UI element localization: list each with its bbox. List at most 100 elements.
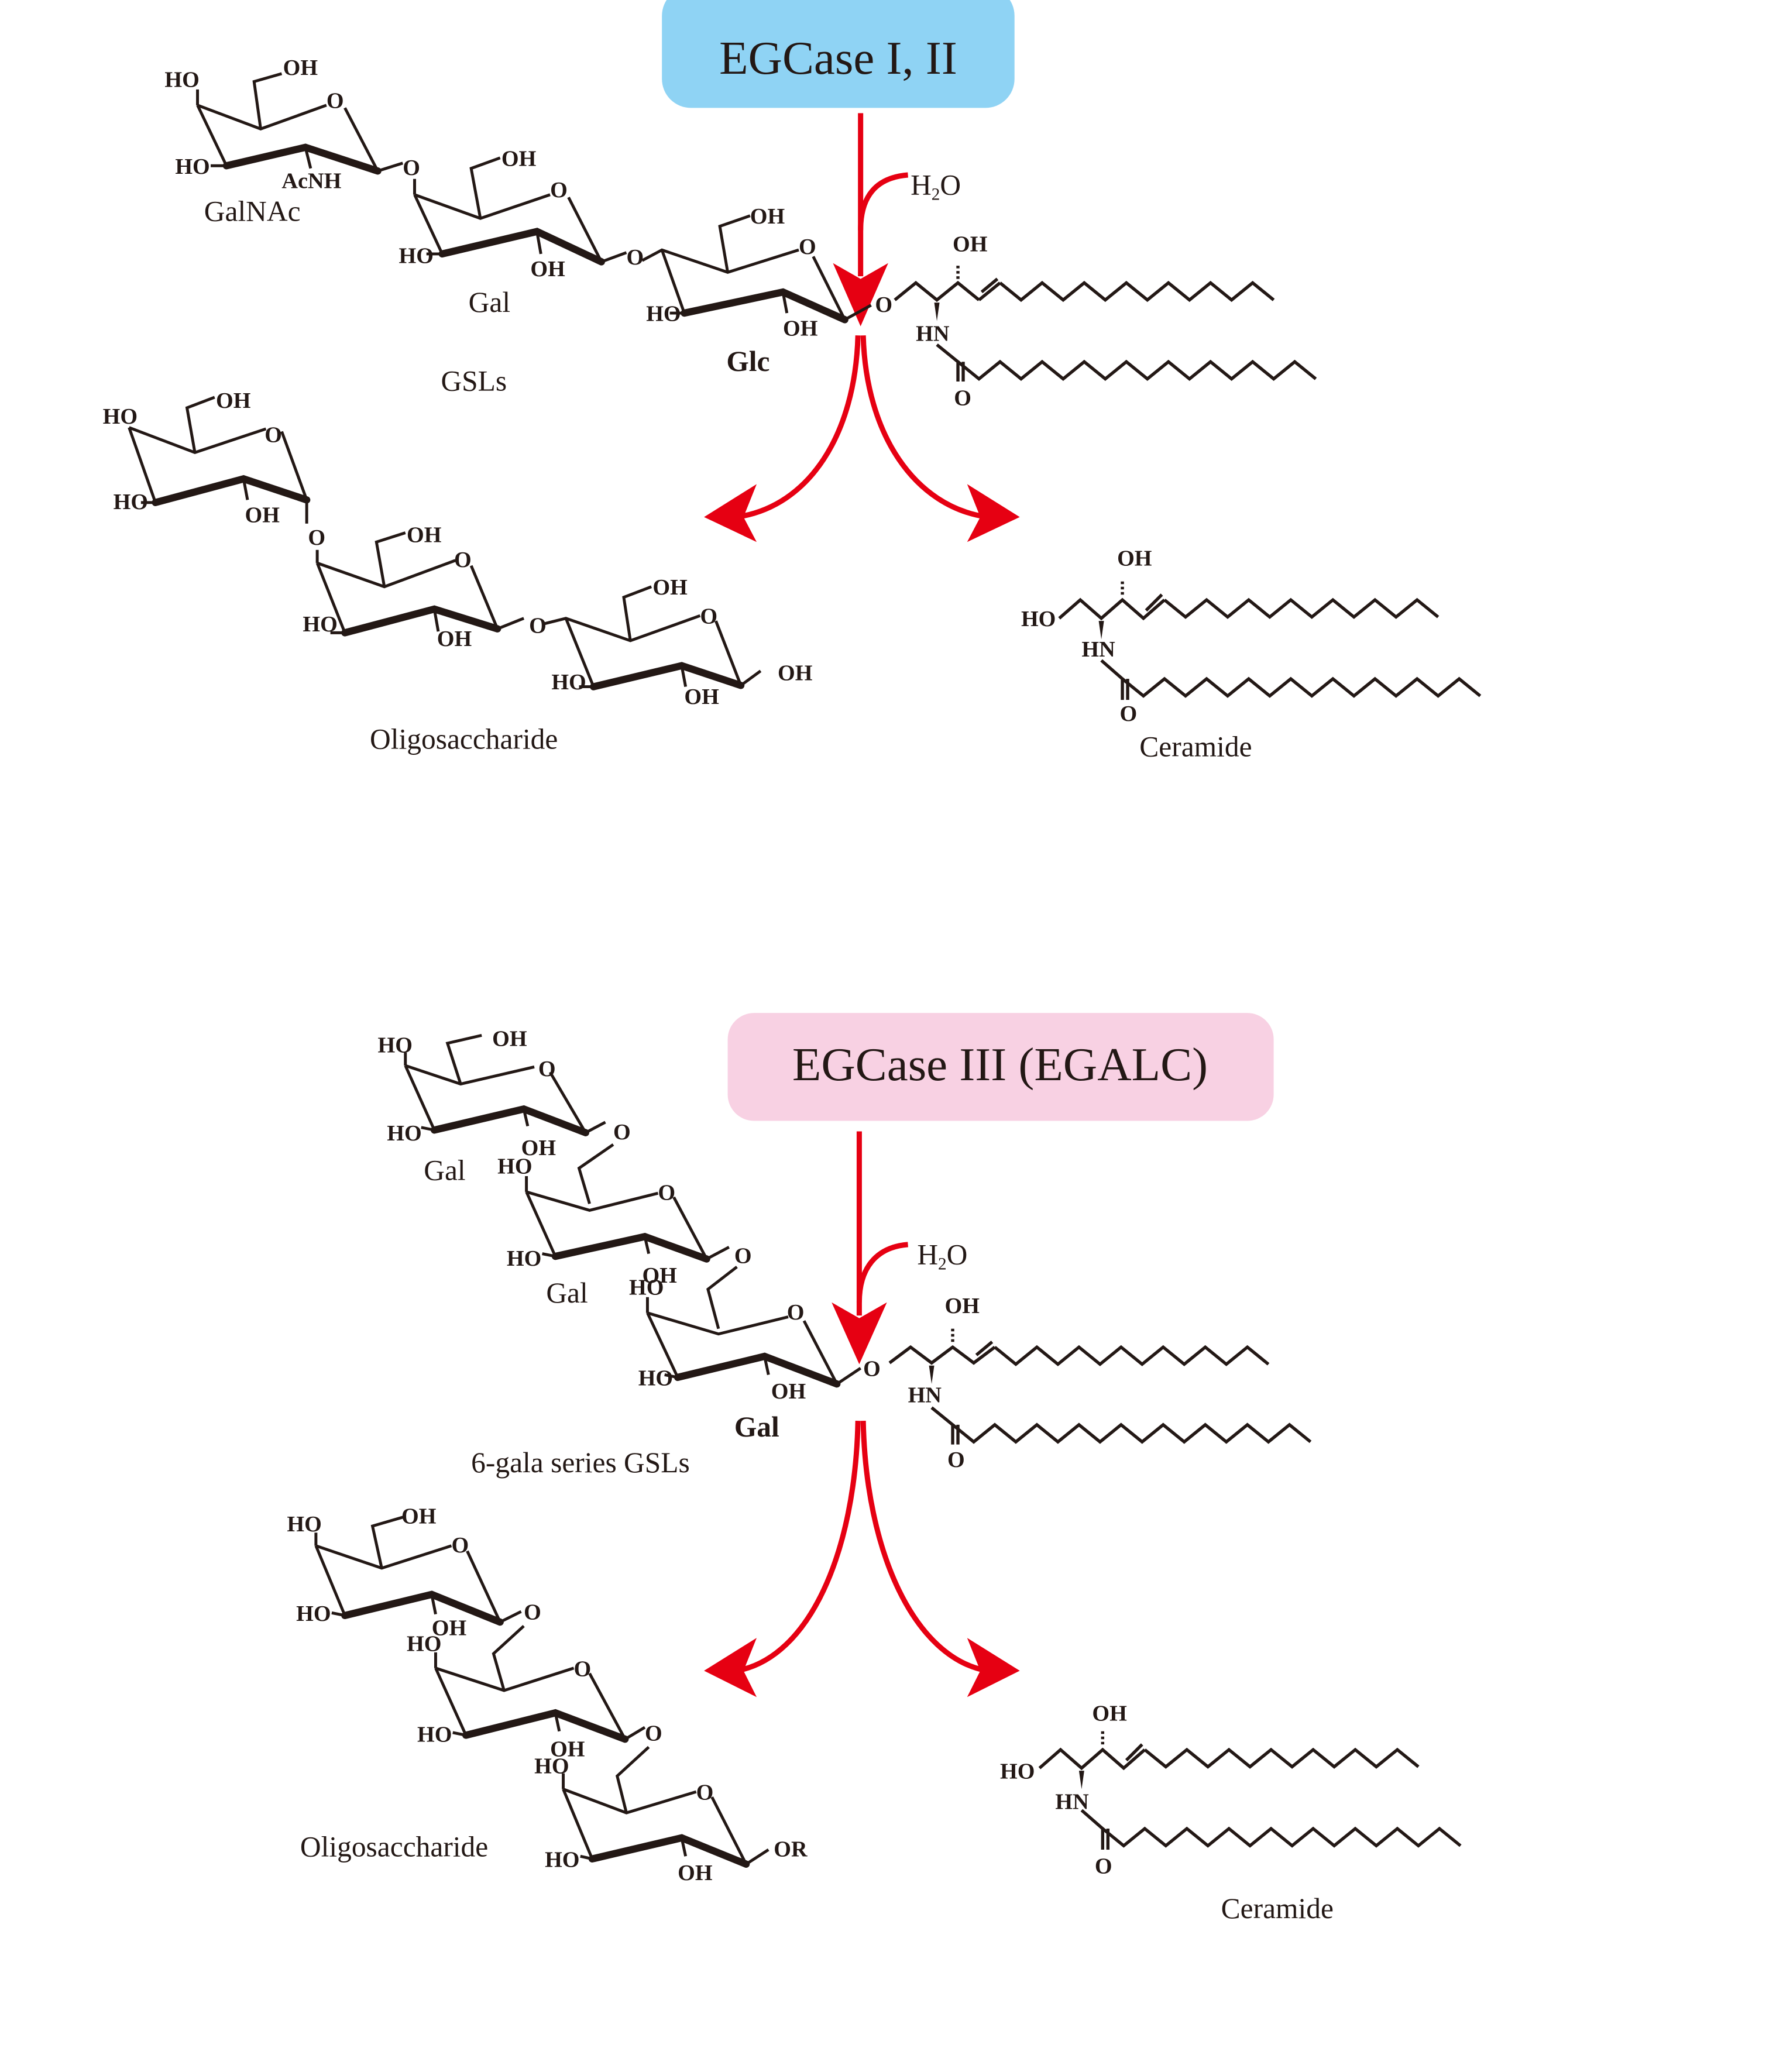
arrow-head bbox=[832, 1302, 887, 1365]
atom-label: O bbox=[954, 386, 971, 410]
atom-label: OH bbox=[550, 1737, 585, 1761]
water-label: H2O bbox=[917, 1239, 967, 1274]
ring-oxygen: O bbox=[696, 1781, 714, 1805]
glycosidic-oxygen: O bbox=[524, 1600, 541, 1625]
atom-label: HO bbox=[103, 404, 138, 429]
atom-label: HO bbox=[175, 154, 209, 179]
atom-label: OH bbox=[530, 257, 565, 281]
residue-label-gal: Gal bbox=[469, 286, 510, 318]
glycosidic-oxygen: O bbox=[403, 156, 420, 180]
ring-gal-1: HO OH O HO OH Gal bbox=[378, 1026, 606, 1187]
atom-label: HO bbox=[303, 612, 337, 637]
fatty-acyl-chain bbox=[1101, 1826, 1462, 1848]
atom-label: OH bbox=[771, 1379, 806, 1404]
sphingoid-chain bbox=[1163, 597, 1440, 619]
product-oligosaccharide: HO OH O HO OH O OH O HO OH bbox=[103, 389, 813, 755]
atom-label: OH bbox=[492, 1026, 527, 1051]
sphingoid-chain bbox=[999, 280, 1275, 303]
ring-gal-2: HO O HO OH Gal bbox=[497, 1143, 730, 1309]
atom-label: O bbox=[1095, 1854, 1112, 1879]
fatty-acyl-chain bbox=[951, 1422, 1312, 1444]
split-arrow-right-head bbox=[967, 484, 1020, 542]
product-label-oligosaccharide: Oligosaccharide bbox=[300, 1830, 488, 1863]
product-ceramide: OH HO HN O Ceramide bbox=[1021, 547, 1482, 763]
atom-label: OH bbox=[437, 627, 472, 651]
sphingoid-chain bbox=[994, 1345, 1270, 1366]
split-arrow-right-head bbox=[967, 1638, 1020, 1698]
ring-oxygen: O bbox=[327, 88, 344, 113]
atom-label: OH bbox=[945, 1294, 980, 1318]
atom-label: OH bbox=[783, 316, 818, 341]
atom-label: HN bbox=[908, 1383, 942, 1408]
atom-label: HO bbox=[407, 1632, 441, 1657]
atom-label: OH bbox=[750, 204, 785, 229]
ring-gal: OH O HO OH Gal bbox=[399, 146, 627, 318]
enzyme-label: EGCase III (EGALC) bbox=[792, 1038, 1208, 1091]
atom-label: OH bbox=[432, 1616, 467, 1641]
product-label-ceramide: Ceramide bbox=[1221, 1892, 1334, 1925]
ring-oxygen: O bbox=[451, 1533, 469, 1558]
ring-gal-3: HO O HO OH Gal bbox=[629, 1266, 862, 1443]
atom-label: HO bbox=[387, 1121, 421, 1146]
glycosidic-oxygen: O bbox=[863, 1357, 881, 1382]
substrate-6-gala-gsls: HO OH O HO OH Gal O HO O HO bbox=[378, 1026, 1312, 1479]
sphingoid-chain bbox=[1143, 1747, 1420, 1769]
atom-label: HO bbox=[507, 1246, 541, 1271]
atom-label: OH bbox=[401, 1504, 437, 1528]
split-arrow-left-head bbox=[704, 484, 757, 542]
glycosidic-oxygen: O bbox=[875, 293, 892, 317]
ring-oxygen: O bbox=[799, 235, 816, 259]
glycosidic-oxygen: O bbox=[626, 245, 644, 270]
atom-label: HO bbox=[646, 302, 681, 327]
ring-2: OH O HO OH bbox=[303, 523, 525, 651]
atom-label: HN bbox=[1055, 1789, 1089, 1814]
atom-label: OH bbox=[521, 1136, 556, 1160]
water-label: H2O bbox=[911, 169, 961, 204]
atom-label: HN bbox=[1081, 637, 1115, 662]
ring-oxygen: O bbox=[574, 1657, 592, 1681]
atom-label: HO bbox=[629, 1275, 664, 1300]
ring-oxygen: O bbox=[700, 604, 717, 629]
atom-label: AcNH bbox=[281, 169, 341, 194]
atom-label: OR bbox=[774, 1837, 808, 1861]
enzyme-box-egcase-3: EGCase III (EGALC) bbox=[727, 1013, 1274, 1121]
glycosidic-oxygen: O bbox=[529, 613, 547, 638]
atom-label: OH bbox=[652, 575, 688, 600]
hydrolysis-arrow: H2O bbox=[832, 1131, 967, 1365]
fatty-acyl-chain bbox=[1121, 676, 1482, 698]
atom-label: HO bbox=[287, 1512, 321, 1537]
ring-oxygen: O bbox=[787, 1300, 805, 1325]
split-arrow-left-head bbox=[704, 1638, 757, 1698]
atom-label: HO bbox=[114, 490, 148, 514]
split-arrow-left bbox=[736, 335, 861, 520]
atom-label: O bbox=[947, 1448, 965, 1472]
ring-oxygen: O bbox=[538, 1057, 556, 1081]
atom-label: OH bbox=[245, 503, 280, 528]
atom-label: HO bbox=[551, 670, 586, 695]
ring-oxygen: O bbox=[658, 1180, 675, 1205]
atom-label: HO bbox=[164, 67, 199, 92]
enzyme-box-bg bbox=[662, 0, 1015, 108]
product-oligosaccharide: HO OH O HO OH O HO O HO OH bbox=[287, 1504, 808, 1885]
split-arrows bbox=[704, 1421, 1020, 1698]
atom-label: OH bbox=[678, 1861, 713, 1885]
enzyme-box-egcase-1-2: EGCase I, II bbox=[662, 0, 1015, 108]
panel-egcase-3: EGCase III (EGALC) H2O bbox=[287, 1013, 1462, 1925]
glycosidic-oxygen: O bbox=[734, 1243, 752, 1268]
ring-galnac: HO OH O HO AcNH GalNAc bbox=[164, 56, 404, 228]
residue-label-gal: Gal bbox=[546, 1277, 588, 1309]
ring-oxygen: O bbox=[454, 548, 472, 572]
split-arrow-right bbox=[860, 1421, 988, 1674]
ring-oxygen: O bbox=[264, 422, 282, 447]
atom-label: HO bbox=[1000, 1760, 1035, 1784]
arrow-head bbox=[833, 263, 888, 327]
atom-label: OH bbox=[778, 661, 813, 685]
split-arrows bbox=[704, 335, 1020, 542]
atom-label: HO bbox=[534, 1754, 569, 1779]
water-arrow bbox=[858, 172, 908, 231]
substrate-label: 6-gala series GSLs bbox=[471, 1446, 690, 1479]
atom-label: HO bbox=[497, 1154, 532, 1178]
substrate-gsls: HO OH O HO AcNH GalNAc O OH O bbox=[164, 56, 1317, 410]
ceramide-moiety: OH HN O bbox=[894, 232, 1317, 410]
